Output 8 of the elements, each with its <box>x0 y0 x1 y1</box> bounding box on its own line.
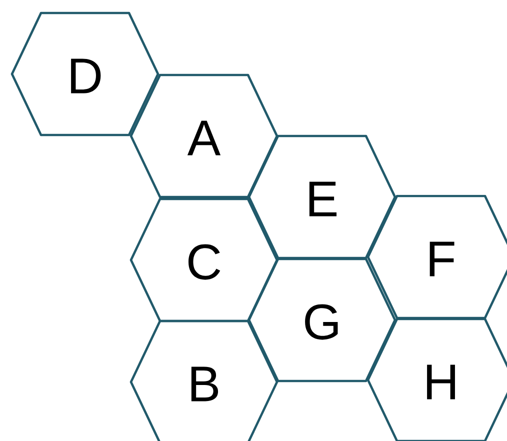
hexagon-cell: D <box>10 12 160 136</box>
hexagon-cell: G <box>248 258 396 382</box>
hexagon-cell: B <box>130 320 278 441</box>
hexagon-cell: E <box>248 134 396 260</box>
hexagon-cell: F <box>366 194 507 320</box>
hexagon-cell: C <box>130 198 278 322</box>
hexagon-cell: A <box>130 74 278 198</box>
hexagon-cell: H <box>366 318 507 441</box>
